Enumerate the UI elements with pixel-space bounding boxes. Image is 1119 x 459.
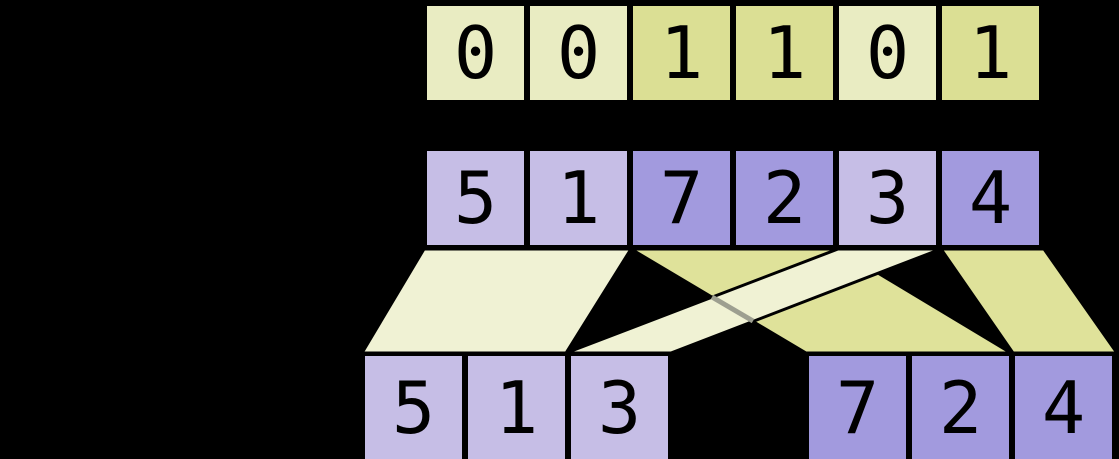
mask-cell: 1: [733, 3, 836, 103]
input-cell: 2: [733, 148, 836, 248]
output-cell: 3: [568, 353, 671, 459]
output-left-row: 5 1 3: [362, 353, 671, 459]
mask-cell: 1: [630, 3, 733, 103]
band-kept-left-single: [565, 247, 942, 355]
output-right-row: 7 2 4: [806, 353, 1115, 459]
mask-cell: 0: [424, 3, 527, 103]
band-kept-left-pair: [359, 247, 634, 355]
mask-cell: 0: [527, 3, 630, 103]
mask-row: 0 0 1 1 0 1: [424, 3, 1042, 103]
output-cell: 2: [909, 353, 1012, 459]
input-cell: 1: [527, 148, 630, 248]
mask-cell: 0: [836, 3, 939, 103]
input-cell: 7: [630, 148, 733, 248]
input-row: 5 1 7 2 3 4: [424, 148, 1042, 248]
band-moved-right-single: [938, 247, 1119, 355]
output-cell: 5: [362, 353, 465, 459]
mask-cell: 1: [939, 3, 1042, 103]
output-cell: 7: [806, 353, 909, 459]
input-cell: 3: [836, 148, 939, 248]
input-cell: 4: [939, 148, 1042, 248]
output-cell: 4: [1012, 353, 1115, 459]
overlap-edge-line: [710, 294, 755, 324]
output-cell: 1: [465, 353, 568, 459]
input-cell: 5: [424, 148, 527, 248]
